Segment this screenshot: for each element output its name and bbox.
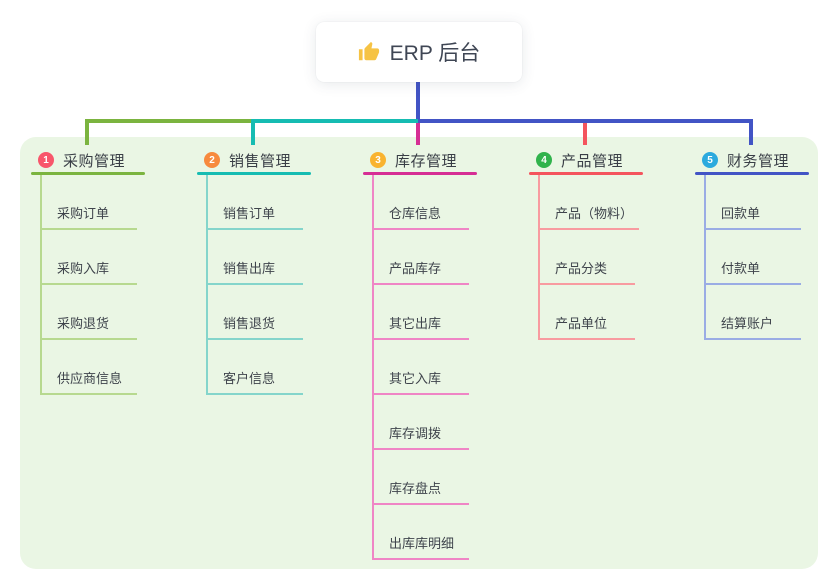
child-node[interactable]: 采购退货 xyxy=(40,315,137,340)
child-node[interactable]: 回款单 xyxy=(704,205,801,230)
connector-drop-product xyxy=(583,121,587,145)
child-node-label: 回款单 xyxy=(721,206,761,221)
child-node[interactable]: 其它入库 xyxy=(372,370,469,395)
child-node-label: 结算账户 xyxy=(721,316,774,331)
child-node[interactable]: 产品分类 xyxy=(538,260,635,285)
child-node[interactable]: 产品（物料） xyxy=(538,205,640,230)
branch-title: 采购管理 xyxy=(63,152,126,170)
child-node-label: 其它出库 xyxy=(389,316,442,331)
child-node-label: 仓库信息 xyxy=(389,206,442,221)
branch-header: 2 销售管理 xyxy=(194,148,354,172)
child-node-label: 产品单位 xyxy=(555,316,608,331)
child-node[interactable]: 采购订单 xyxy=(40,205,137,230)
branch-number-badge: 2 xyxy=(204,152,220,168)
branch-trunk xyxy=(704,175,706,340)
child-node[interactable]: 结算账户 xyxy=(704,315,801,340)
connector-drop-inventory xyxy=(416,123,420,145)
child-node[interactable]: 销售出库 xyxy=(206,260,303,285)
child-node[interactable]: 其它出库 xyxy=(372,315,469,340)
child-node-label: 出库库明细 xyxy=(389,536,455,551)
child-node-label: 其它入库 xyxy=(389,371,442,386)
child-node-label: 销售退货 xyxy=(223,316,276,331)
branch-purchase[interactable]: 1 采购管理 采购订单 采购入库 采购退货 供应商信息 xyxy=(28,148,188,395)
connector-drop-sales xyxy=(251,121,255,145)
branch-title: 库存管理 xyxy=(395,152,458,170)
child-node[interactable]: 产品单位 xyxy=(538,315,635,340)
branch-number-badge: 4 xyxy=(536,152,552,168)
root-node[interactable]: ERP 后台 xyxy=(316,22,522,82)
branch-title: 销售管理 xyxy=(229,152,292,170)
branch-header: 3 库存管理 xyxy=(360,148,520,172)
connector-drop-purchase xyxy=(85,121,89,145)
branch-trunk xyxy=(538,175,540,340)
branch-title: 财务管理 xyxy=(727,152,790,170)
branch-trunk xyxy=(40,175,42,395)
child-node[interactable]: 销售订单 xyxy=(206,205,303,230)
child-node-label: 采购入库 xyxy=(57,261,110,276)
branch-underline xyxy=(529,172,643,175)
branch-number-badge: 3 xyxy=(370,152,386,168)
branch-underline xyxy=(695,172,809,175)
child-node-label: 付款单 xyxy=(721,261,761,276)
branch-sales[interactable]: 2 销售管理 销售订单 销售出库 销售退货 客户信息 xyxy=(194,148,354,395)
child-node[interactable]: 采购入库 xyxy=(40,260,137,285)
branch-underline xyxy=(31,172,145,175)
child-node[interactable]: 仓库信息 xyxy=(372,205,469,230)
connector-root-trunk xyxy=(416,82,420,121)
branch-header: 5 财务管理 xyxy=(692,148,839,172)
thumbs-up-icon xyxy=(358,41,379,61)
mindmap-panel xyxy=(20,137,818,569)
child-node-label: 采购订单 xyxy=(57,206,110,221)
branch-inventory[interactable]: 3 库存管理 仓库信息 产品库存 其它出库 其它入库 库存调拨 库存盘点 出库库… xyxy=(360,148,520,560)
branch-number-badge: 1 xyxy=(38,152,54,168)
connector-bus-blue xyxy=(418,119,753,123)
branch-finance[interactable]: 5 财务管理 回款单 付款单 结算账户 xyxy=(692,148,839,340)
root-node-label: ERP 后台 xyxy=(389,42,481,65)
branch-underline xyxy=(197,172,311,175)
child-node[interactable]: 销售退货 xyxy=(206,315,303,340)
child-node-label: 产品分类 xyxy=(555,261,608,276)
child-node[interactable]: 产品库存 xyxy=(372,260,469,285)
branch-trunk xyxy=(206,175,208,395)
branch-header: 1 采购管理 xyxy=(28,148,188,172)
child-node[interactable]: 客户信息 xyxy=(206,370,303,395)
child-node-label: 库存盘点 xyxy=(389,481,442,496)
child-node-label: 销售出库 xyxy=(223,261,276,276)
child-node[interactable]: 付款单 xyxy=(704,260,801,285)
child-node-label: 库存调拨 xyxy=(389,426,442,441)
connector-bus-teal xyxy=(251,119,420,123)
child-node-label: 产品（物料） xyxy=(555,206,634,221)
child-node-label: 销售订单 xyxy=(223,206,276,221)
branch-title: 产品管理 xyxy=(561,152,624,170)
child-node-label: 客户信息 xyxy=(223,371,276,386)
branch-header: 4 产品管理 xyxy=(526,148,686,172)
branch-number-badge: 5 xyxy=(702,152,718,168)
connector-bus-green xyxy=(85,119,253,123)
child-node[interactable]: 库存盘点 xyxy=(372,480,469,505)
child-node-label: 产品库存 xyxy=(389,261,442,276)
child-node[interactable]: 供应商信息 xyxy=(40,370,137,395)
connector-drop-finance xyxy=(749,121,753,145)
child-node[interactable]: 库存调拨 xyxy=(372,425,469,450)
child-node[interactable]: 出库库明细 xyxy=(372,535,469,560)
branch-trunk xyxy=(372,175,374,560)
branch-product[interactable]: 4 产品管理 产品（物料） 产品分类 产品单位 xyxy=(526,148,686,340)
child-node-label: 供应商信息 xyxy=(57,371,123,386)
child-node-label: 采购退货 xyxy=(57,316,110,331)
branch-underline xyxy=(363,172,477,175)
